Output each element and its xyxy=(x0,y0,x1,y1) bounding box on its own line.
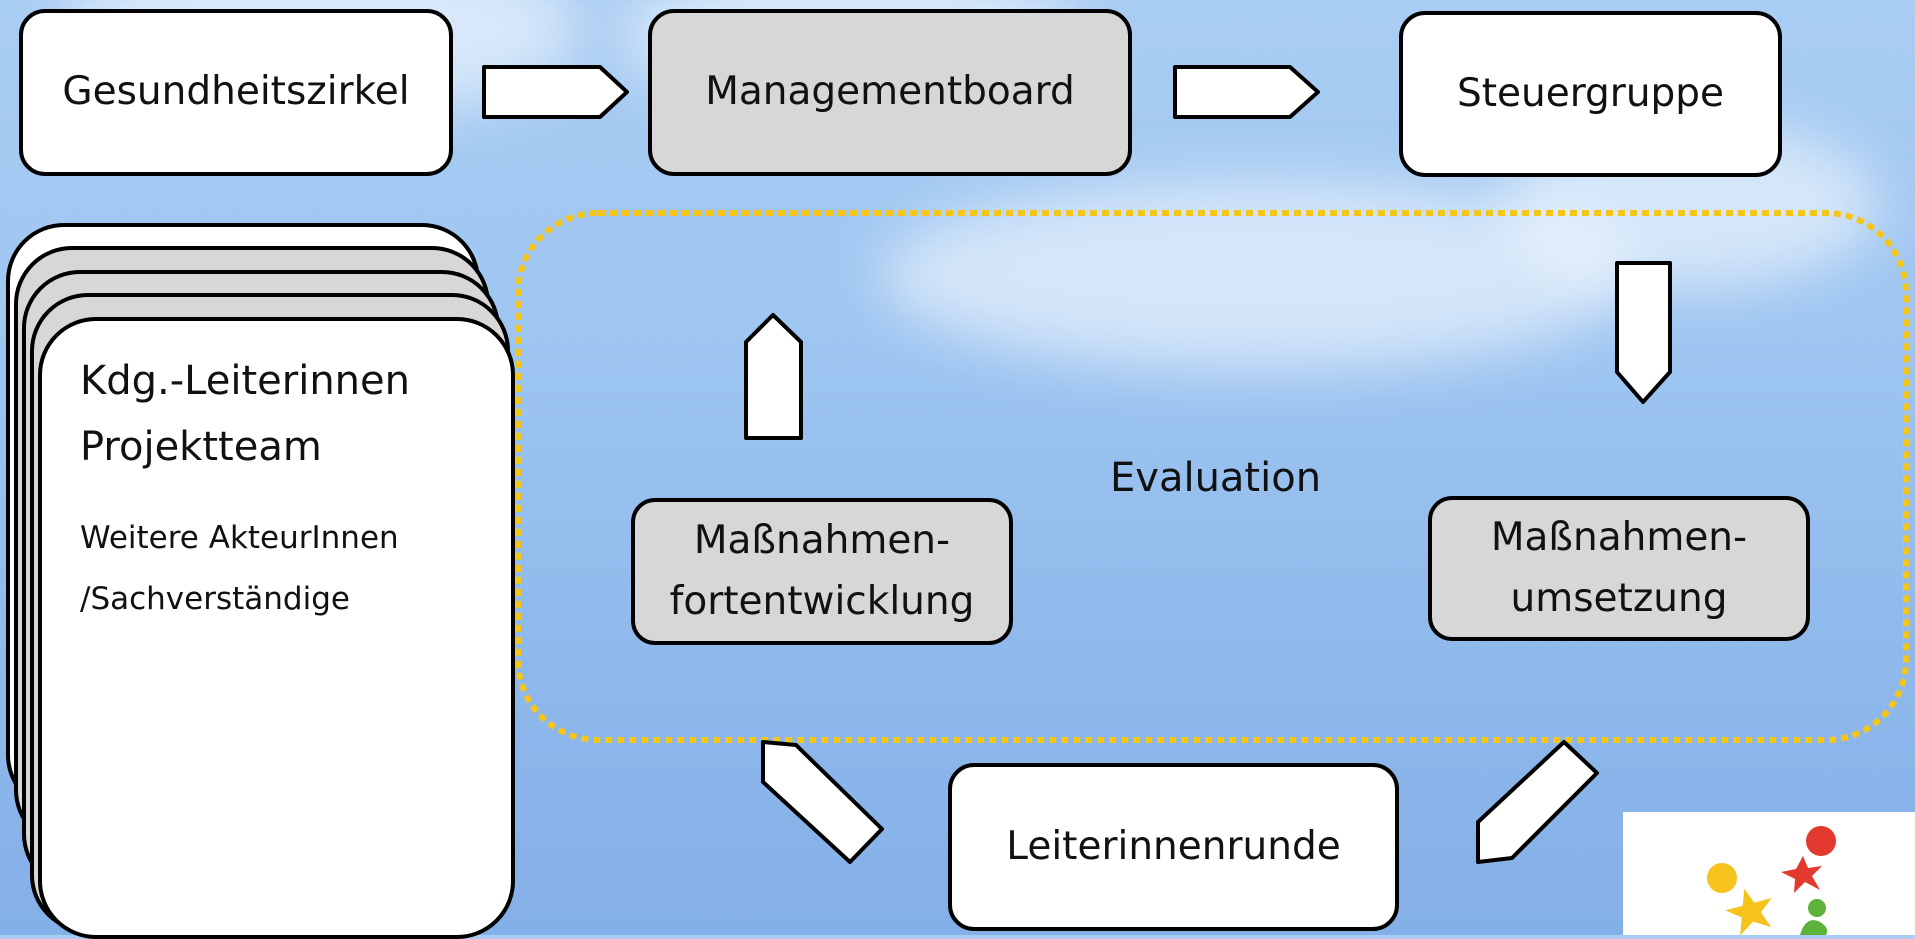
umsetzung-line1: Maßnahmen- xyxy=(1490,515,1748,561)
gesundheitszirkel-label: Gesundheitszirkel xyxy=(62,69,410,115)
arrow-up-from-fortentwicklung xyxy=(744,313,803,440)
arrow-to-leiterinnenrunde xyxy=(1476,740,1599,864)
managementboard-label: Managementboard xyxy=(705,69,1075,115)
arrow-managementboard-to-steuergruppe xyxy=(1173,65,1320,119)
gesundheitszirkel-box: Gesundheitszirkel xyxy=(19,9,453,176)
arrow-from-leiterinnenrunde xyxy=(761,740,884,864)
stack-line-projektteam: Projektteam xyxy=(80,424,322,470)
leiterinnenrunde-label: Leiterinnenrunde xyxy=(1006,823,1341,869)
fortentwicklung-line2: fortentwicklung xyxy=(669,578,975,624)
evaluation-loop-border xyxy=(515,210,1909,743)
fortentwicklung-line1: Maßnahmen- xyxy=(693,518,951,564)
managementboard-box: Managementboard xyxy=(648,9,1132,176)
logo-figures-icon xyxy=(1707,826,1836,935)
stack-card-front xyxy=(38,317,515,939)
logo-background xyxy=(1623,812,1915,935)
arrow-gesundheitszirkel-to-managementboard xyxy=(482,65,629,119)
arrow-down-to-umsetzung xyxy=(1615,261,1672,404)
umsetzung-line2: umsetzung xyxy=(1510,575,1728,621)
stack-line-kdg-leiterinnen: Kdg.-Leiterinnen xyxy=(80,358,410,404)
massnahmen-umsetzung-box: Maßnahmen- umsetzung xyxy=(1428,496,1810,641)
massnahmen-fortentwicklung-box: Maßnahmen- fortentwicklung xyxy=(631,498,1013,645)
stack-line-sachverstaendige: /Sachverständige xyxy=(80,581,350,617)
steuergruppe-label: Steuergruppe xyxy=(1456,70,1725,116)
steuergruppe-box: Steuergruppe xyxy=(1399,11,1782,177)
evaluation-label: Evaluation xyxy=(1110,455,1322,501)
leiterinnenrunde-box: Leiterinnenrunde xyxy=(948,763,1399,931)
stack-line-weitere-akteurinnen: Weitere AkteurInnen xyxy=(80,520,399,556)
